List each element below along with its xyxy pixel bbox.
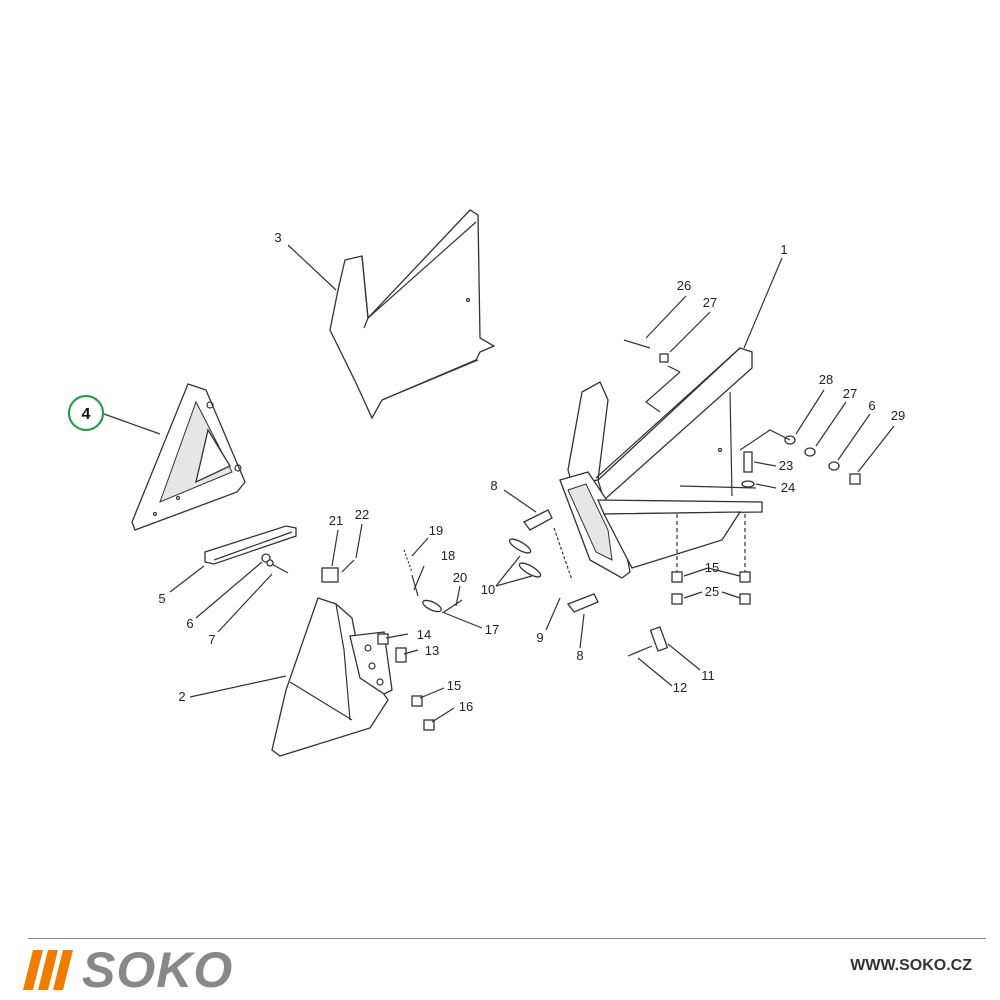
label-part-18: 18 — [441, 548, 455, 563]
label-part-28: 28 — [819, 372, 833, 387]
label-part-19: 19 — [429, 523, 443, 538]
label-part-27b: 27 — [843, 386, 857, 401]
part-7-bolt — [266, 559, 289, 574]
part-3-shield — [329, 209, 496, 420]
soko-logo[interactable]: SOKO — [23, 942, 233, 998]
label-part-15a: 15 — [447, 678, 461, 693]
parts-diagram: 4 3 1 26 27 28 27 6 29 23 24 8 21 22 19 … — [67, 209, 905, 757]
label-part-26: 26 — [677, 278, 691, 293]
label-part-27a: 27 — [703, 295, 717, 310]
hardware-small-parts — [321, 339, 861, 731]
label-part-5: 5 — [158, 591, 165, 606]
label-part-8b: 8 — [576, 648, 583, 663]
logo-stripes-icon — [23, 950, 73, 990]
label-part-16: 16 — [459, 699, 473, 714]
label-part-9: 9 — [536, 630, 543, 645]
label-part-6b: 6 — [868, 398, 875, 413]
label-part-22: 22 — [355, 507, 369, 522]
label-part-20: 20 — [453, 570, 467, 585]
label-part-13: 13 — [425, 643, 439, 658]
label-part-29: 29 — [891, 408, 905, 423]
highlighted-part-number: 4 — [82, 406, 91, 423]
label-part-8a: 8 — [490, 478, 497, 493]
label-part-25: 25 — [705, 584, 719, 599]
footer: SOKO WWW.SOKO.CZ — [23, 938, 986, 999]
label-part-14: 14 — [417, 627, 431, 642]
label-part-15b: 15 — [705, 560, 719, 575]
label-part-23: 23 — [779, 458, 793, 473]
leader-lines — [103, 244, 895, 723]
brand-name: SOKO — [82, 942, 234, 998]
part-4-triangle-frame — [131, 383, 246, 531]
part-2-blade — [271, 597, 393, 757]
label-part-6: 6 — [186, 616, 193, 631]
part-5-arm — [204, 525, 297, 565]
label-part-10: 10 — [481, 582, 495, 597]
label-part-11: 11 — [701, 668, 715, 683]
label-part-21: 21 — [329, 513, 343, 528]
label-part-7: 7 — [208, 632, 215, 647]
website-link[interactable]: WWW.SOKO.CZ — [850, 957, 972, 974]
label-part-12: 12 — [673, 680, 687, 695]
label-part-24: 24 — [781, 480, 795, 495]
label-part-2: 2 — [178, 689, 185, 704]
label-part-1: 1 — [780, 242, 787, 257]
label-part-3: 3 — [274, 230, 281, 245]
label-part-17: 17 — [485, 622, 499, 637]
part-1-main-frame — [559, 347, 763, 579]
part-labels: 3 1 26 27 28 27 6 29 23 24 8 21 22 19 18… — [158, 230, 905, 714]
highlighted-part-marker[interactable]: 4 — [67, 394, 105, 432]
